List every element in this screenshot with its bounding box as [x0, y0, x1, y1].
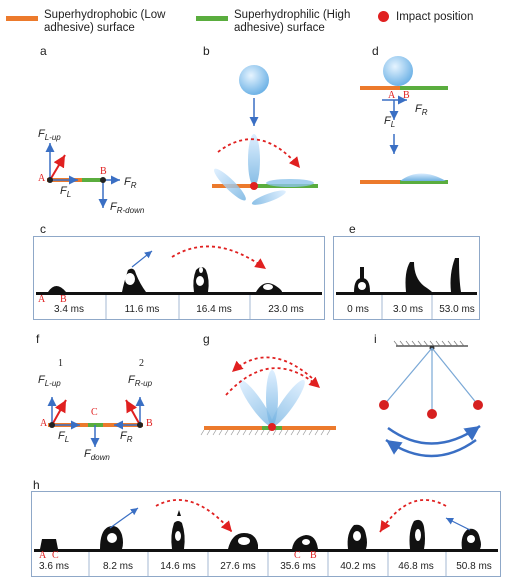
- panel-f-diagram: [47, 397, 145, 447]
- label-B-h: B: [310, 550, 317, 561]
- time-h-2: 8.2 ms: [102, 561, 133, 572]
- time-h-4: 27.6 ms: [220, 561, 256, 572]
- label-A-c: A: [38, 294, 46, 305]
- label-FL-d: FL: [384, 115, 396, 130]
- label-FLup-f: FL-up: [38, 374, 61, 389]
- label-B-c: B: [60, 294, 67, 305]
- label-FR-f: FR: [120, 430, 133, 445]
- label-A-d: A: [388, 90, 396, 101]
- panel-a-diagram: [45, 143, 120, 208]
- time-e-2: 3.0 ms: [392, 304, 423, 315]
- time-h-5: 35.6 ms: [280, 561, 316, 572]
- time-c-3: 16.4 ms: [196, 304, 232, 315]
- time-h-1: 3.6 ms: [38, 561, 69, 572]
- label-A-a: A: [38, 173, 46, 184]
- label-FRdown-a: FR-down: [110, 201, 145, 216]
- panel-label-i: i: [374, 332, 377, 346]
- label-Fdown-f: Fdown: [84, 448, 110, 463]
- label-C-h2: C: [294, 550, 301, 561]
- legend-superhydrophilic: Superhydrophilic (High adhesive) surface: [234, 9, 351, 34]
- panel-label-h: h: [33, 478, 40, 492]
- time-e-1: 0 ms: [347, 304, 369, 315]
- panel-label-b: b: [203, 44, 210, 58]
- label-A-f: A: [40, 418, 48, 429]
- time-h-8: 50.8 ms: [456, 561, 492, 572]
- label-1-f: 1: [58, 358, 63, 369]
- time-c-4: 23.0 ms: [268, 304, 304, 315]
- legend-impact: Impact position: [396, 11, 474, 23]
- time-h-3: 14.6 ms: [160, 561, 196, 572]
- legend-orange-swatch: [6, 16, 38, 21]
- label-FR-a: FR: [124, 176, 137, 191]
- time-e-3: 53.0 ms: [439, 304, 475, 315]
- time-c-2: 11.6 ms: [124, 304, 160, 315]
- panel-d-diagram: [360, 56, 448, 184]
- panel-i-pendulum: [379, 340, 483, 458]
- label-FR-d: FR: [415, 103, 428, 118]
- panel-g-diagram: [200, 356, 336, 436]
- panel-label-e: e: [349, 222, 356, 236]
- time-h-7: 46.8 ms: [398, 561, 434, 572]
- label-B-d: B: [403, 90, 410, 101]
- label-C-h: C: [52, 550, 59, 561]
- label-B-a: B: [100, 166, 107, 177]
- panel-label-d: d: [372, 44, 379, 58]
- panel-c-frame: A B 3.4 ms 11.6 ms 16.4 ms 23.0 ms: [33, 236, 325, 320]
- time-c-1: 3.4 ms: [53, 304, 84, 315]
- label-FRup-f: FR-up: [128, 374, 153, 389]
- legend: Superhydrophobic (Low adhesive) surface …: [0, 0, 510, 40]
- label-B-f: B: [146, 418, 153, 429]
- label-FL-f: FL: [58, 430, 70, 445]
- label-A-h: A: [39, 550, 47, 561]
- label-FL-a: FL: [60, 185, 72, 200]
- panel-label-c: c: [40, 222, 46, 236]
- panel-label-a: a: [40, 44, 47, 58]
- label-C-f: C: [91, 407, 98, 418]
- panel-label-g: g: [203, 332, 210, 346]
- time-h-6: 40.2 ms: [340, 561, 376, 572]
- panel-label-f: f: [36, 332, 40, 346]
- legend-green-swatch: [196, 16, 228, 21]
- impact-dot-icon: [378, 11, 389, 22]
- legend-superhydrophobic: Superhydrophobic (Low adhesive) surface: [44, 9, 166, 34]
- panel-e-frame: 0 ms 3.0 ms 53.0 ms: [333, 236, 480, 320]
- label-2-f: 2: [139, 358, 144, 369]
- label-FLup-a: FL-up: [38, 128, 61, 143]
- panel-h-frame: A C C B 3.6 ms 8.2 ms 14.6 ms 27.6 ms 35…: [31, 491, 501, 577]
- panel-b-diagram: [212, 65, 318, 205]
